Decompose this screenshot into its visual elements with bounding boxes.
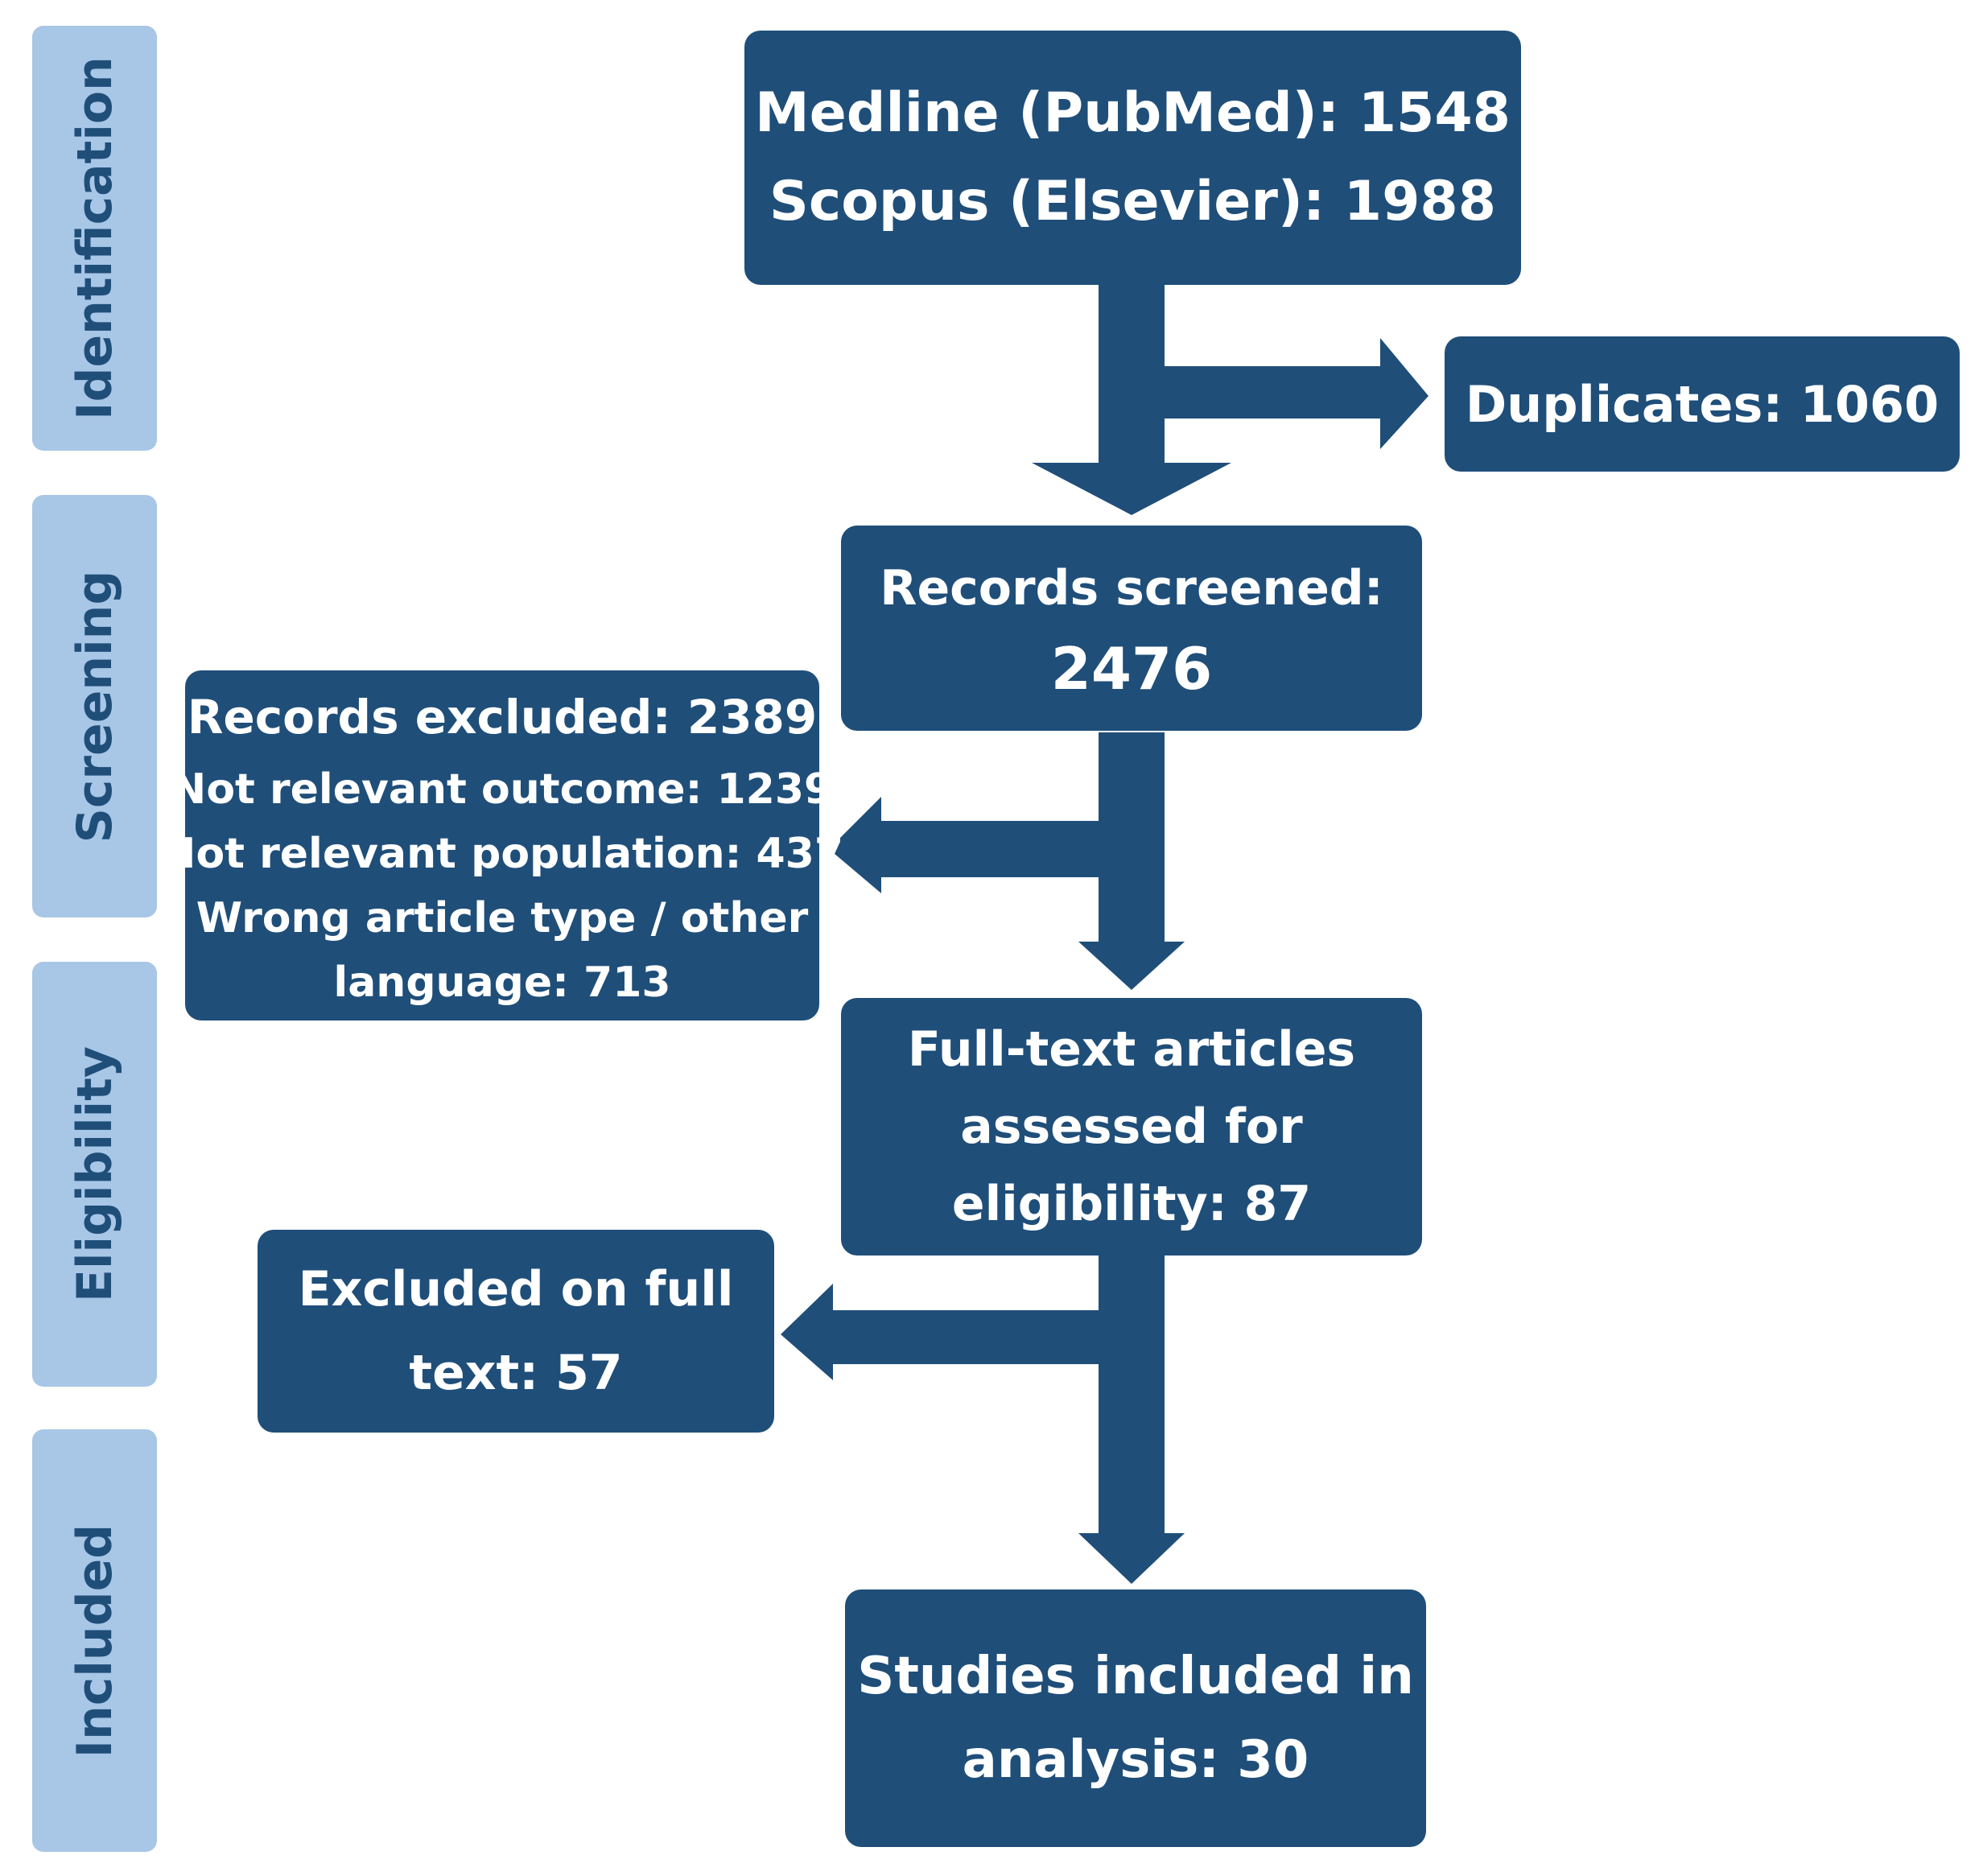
sources-scopus: Scopus (Elsevier): 1988 — [769, 170, 1497, 233]
duplicates-label: Duplicates: 1060 — [1465, 374, 1940, 434]
fulltext-line3: eligibility: 87 — [951, 1176, 1312, 1232]
excluded-reason-population: Not relevant population: 437 — [160, 829, 844, 878]
arrow-to-excluded-fulltext — [781, 1284, 1099, 1380]
excluded-fulltext-line2: text: 57 — [409, 1345, 623, 1401]
excluded-reason-article-type: Wrong article type / other — [196, 893, 809, 942]
stage-screening: Screening — [32, 495, 157, 917]
studies-included-line1: Studies included in — [857, 1647, 1414, 1706]
stage-included: Included — [32, 1429, 157, 1852]
sources-box: Medline (PubMed): 1548 Scopus (Elsevier)… — [744, 31, 1521, 285]
fulltext-assessed-box: Full-text articles assessed for eligibil… — [841, 998, 1422, 1255]
arrow-to-records-excluded — [829, 797, 1099, 893]
duplicates-box: Duplicates: 1060 — [1445, 336, 1960, 472]
records-excluded-title: Records excluded: 2389 — [187, 689, 818, 744]
studies-included-line2: analysis: 30 — [962, 1730, 1309, 1790]
studies-included-box: Studies included in analysis: 30 — [845, 1589, 1426, 1847]
stage-eligibility: Eligibility — [32, 962, 157, 1387]
excluded-fulltext-box: Excluded on full text: 57 — [258, 1230, 774, 1433]
excluded-reason-outcome: Not relevant outcome: 1239 — [171, 765, 834, 814]
arrow-to-included — [1078, 1255, 1185, 1584]
arrow-to-fulltext — [1078, 732, 1185, 990]
excluded-reason-language: language: 713 — [333, 958, 671, 1007]
arrow-to-screened — [1032, 282, 1231, 515]
records-screened-label: Records screened: — [880, 559, 1383, 616]
excluded-fulltext-line1: Excluded on full — [298, 1261, 734, 1317]
records-screened-count: 2476 — [1050, 634, 1213, 703]
stage-identification: Identification — [32, 26, 157, 451]
arrow-to-duplicates — [1165, 338, 1429, 449]
records-screened-box: Records screened: 2476 — [841, 526, 1422, 731]
fulltext-line1: Full-text articles — [907, 1021, 1356, 1078]
fulltext-line2: assessed for — [960, 1099, 1303, 1155]
records-excluded-box: Records excluded: 2389 Not relevant outc… — [161, 670, 843, 1020]
sources-medline: Medline (PubMed): 1548 — [755, 81, 1511, 145]
